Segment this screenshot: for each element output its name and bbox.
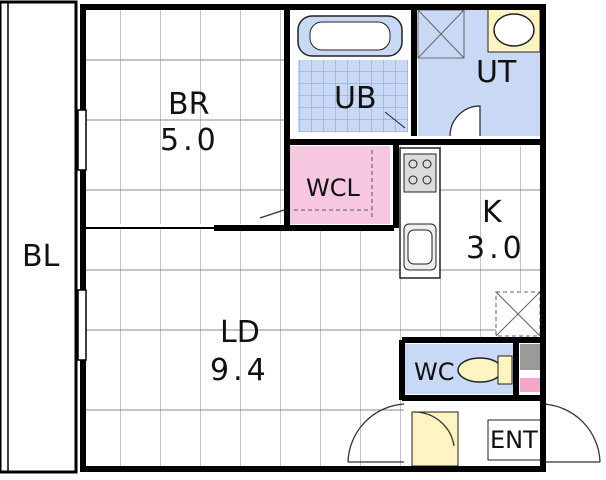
bedroom-label: BR [168, 87, 210, 122]
kitchen-label: K [482, 195, 502, 230]
living-floor [86, 228, 404, 466]
balcony-label: BL [22, 239, 60, 274]
kitchen-size: 3.0 [466, 231, 526, 266]
door-swings [259, 209, 601, 463]
entrance-area [410, 400, 543, 467]
bath-label: UB [334, 81, 377, 116]
windows [77, 109, 87, 361]
living-label: LD [220, 315, 260, 350]
entrance-label: ENT [490, 426, 538, 454]
utility-room [417, 7, 542, 137]
bedroom-floor [86, 10, 284, 224]
closet-label: WCL [306, 174, 360, 202]
fridge-space [495, 291, 541, 337]
toilet-room [404, 344, 542, 394]
bedroom-size: 5.0 [160, 123, 220, 158]
balcony-area [0, 0, 78, 474]
walls [80, 4, 546, 472]
toilet-label: WC [414, 358, 455, 386]
bath-room [290, 10, 410, 136]
utility-label: UT [476, 55, 517, 90]
kitchen-counter [399, 147, 441, 279]
closet-room [290, 146, 390, 224]
living-size: 9.4 [210, 353, 270, 388]
